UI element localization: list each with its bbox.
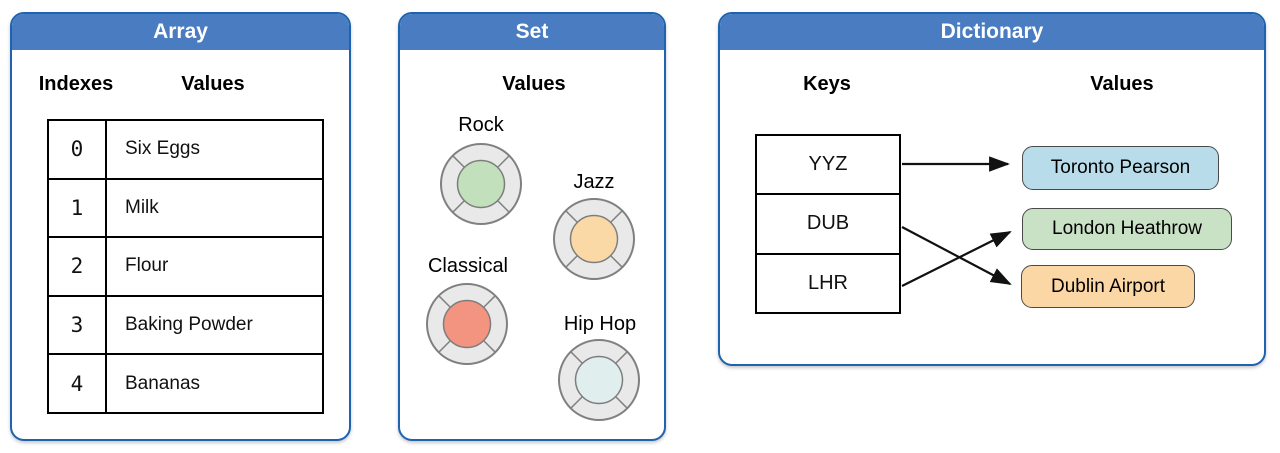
record-icon-classical	[426, 283, 508, 365]
set-values-header: Values	[502, 73, 566, 95]
array-value-cell: Flour	[125, 255, 169, 277]
array-panel-title: Array	[12, 14, 349, 50]
value-pill-dublin-airport: Dublin Airport	[1021, 265, 1195, 308]
record-center-hiphop	[574, 355, 624, 405]
dictionary-key-yyz: YYZ	[757, 136, 899, 196]
dictionary-panel: Dictionary Keys Values YYZ DUB LHR Toron…	[718, 12, 1266, 366]
record-icon-rock	[440, 143, 522, 225]
array-indexes-header: Indexes	[38, 73, 114, 95]
dictionary-keys-header: Keys	[803, 73, 851, 95]
set-item-label-jazz: Jazz	[573, 171, 615, 193]
set-panel-title: Set	[400, 14, 664, 50]
array-table-row: 1 Milk	[49, 179, 322, 239]
record-center-jazz	[569, 214, 619, 264]
record-center-classical	[442, 299, 492, 349]
set-item-label-hiphop: Hip Hop	[563, 313, 637, 335]
array-table-row: 2 Flour	[49, 238, 322, 297]
array-value-cell: Baking Powder	[125, 314, 253, 336]
array-table-row: 4 Bananas	[49, 355, 322, 412]
array-index-cell: 4	[49, 355, 107, 412]
dictionary-keys-table: YYZ DUB LHR	[755, 134, 901, 314]
arrow-lhr-to-london	[901, 231, 1012, 287]
array-index-cell: 3	[49, 296, 107, 354]
set-item-label-classical: Classical	[427, 255, 509, 277]
dictionary-key-dub: DUB	[757, 195, 899, 255]
mapping-arrows	[901, 156, 1012, 287]
array-value-cell: Bananas	[125, 372, 201, 394]
arrow-dub-to-dublin	[901, 226, 1012, 285]
dictionary-key-lhr: LHR	[807, 271, 848, 294]
value-pill-toronto-pearson: Toronto Pearson	[1022, 146, 1219, 190]
value-pill-london-heathrow: London Heathrow	[1022, 208, 1232, 250]
record-icon-jazz	[553, 198, 635, 280]
array-table: 0 Six Eggs 1 Milk 2 Flour 3 Baking Powde…	[47, 119, 324, 414]
dictionary-values-header: Values	[1090, 73, 1154, 95]
set-panel: Set Values Rock Jazz Classical	[398, 12, 666, 441]
array-table-row: 3 Baking Powder	[49, 296, 322, 356]
array-index-cell: 1	[49, 179, 107, 237]
array-index-cell: 2	[49, 238, 107, 295]
array-table-row: 0 Six Eggs	[49, 121, 322, 180]
set-item-label-rock: Rock	[458, 114, 504, 136]
array-value-cell: Six Eggs	[125, 138, 200, 160]
array-panel: Array Indexes Values 0 Six Eggs 1 Milk 2…	[10, 12, 351, 441]
record-center-rock	[456, 159, 506, 209]
record-icon-hiphop	[558, 339, 640, 421]
array-value-cell: Milk	[125, 196, 159, 218]
array-values-header: Values	[181, 73, 245, 95]
array-index-cell: 0	[49, 121, 107, 178]
dictionary-panel-title: Dictionary	[720, 14, 1264, 50]
